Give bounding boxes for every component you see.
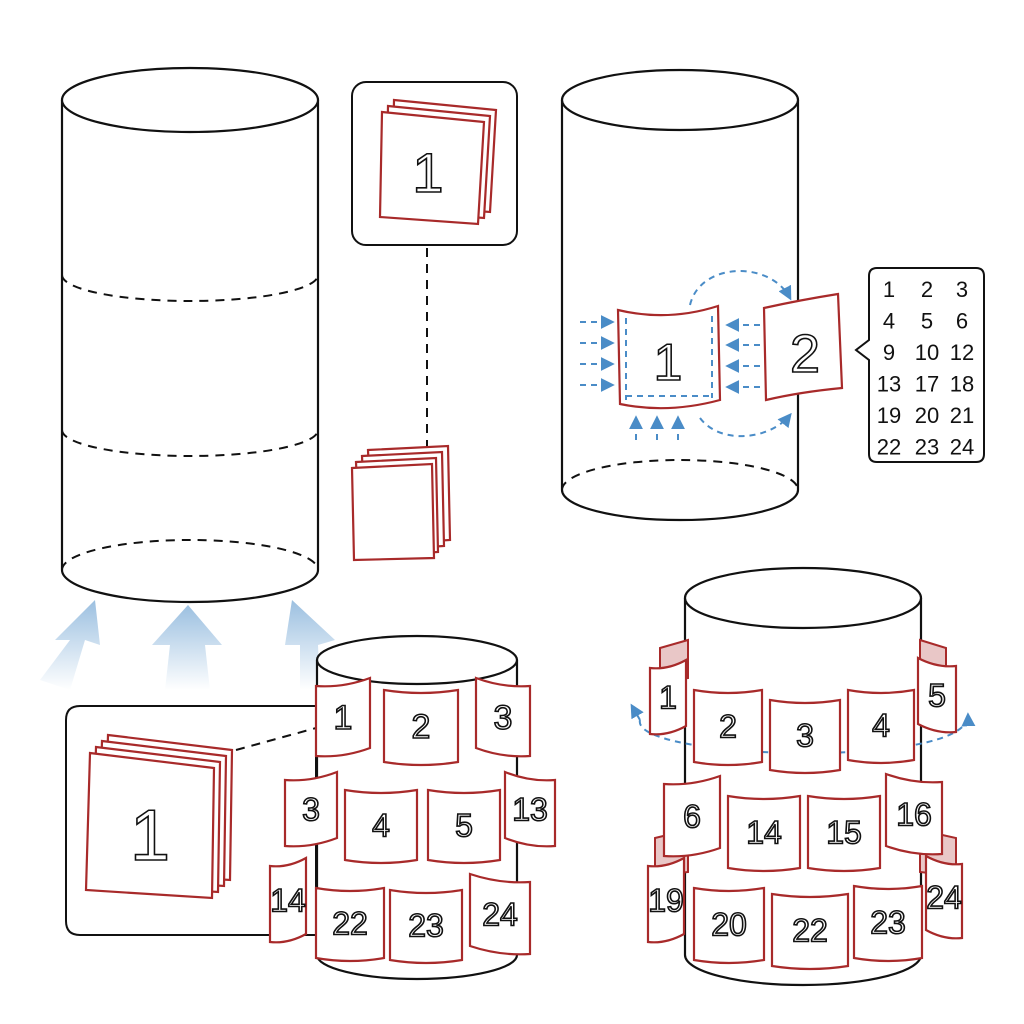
grid-number: 13 [877,372,901,397]
card-number: 15 [826,815,862,851]
grid-number: 5 [921,309,933,334]
cylinder-card: 16 [884,772,944,856]
card-number: 5 [928,678,946,714]
cylinder-card: 2 [692,688,764,767]
wrap-card-2-label: 2 [790,324,820,384]
card-stack-inset: 1 [351,81,518,246]
card-number: 2 [719,709,737,745]
grid-number: 9 [883,340,895,365]
grid-number: 2 [921,277,933,302]
cylinder-card: 15 [806,794,882,873]
cylinder-card: 1 [648,658,688,736]
cylinder-card: 3 [474,676,532,758]
cylinder-card: 6 [662,774,722,858]
grid-number: 23 [915,435,939,460]
cylinder-card: 3 [768,698,842,775]
grid-number: 1 [883,277,895,302]
card-number: 1 [334,699,353,737]
card-number: 16 [896,797,932,833]
card-number: 3 [302,792,320,828]
card-number: 1 [659,680,677,716]
card-number: 5 [455,808,473,844]
cylinder-card: 23 [388,888,464,965]
grid-number: 12 [950,340,974,365]
card-number: 22 [792,913,828,949]
stack-card-label: 1 [412,141,443,204]
card-number: 4 [872,708,890,744]
grid-number: 19 [877,403,901,428]
cylinder-card: 24 [924,854,964,940]
card-number: 23 [870,905,906,941]
cylinder-card: 1 [314,676,372,758]
card-number: 22 [332,906,368,942]
card-number: 24 [926,880,962,916]
card-number: 14 [270,883,306,919]
cylinder-card: 5 [426,788,502,865]
card-number: 23 [408,908,444,944]
grid-number: 22 [877,435,901,460]
grid-number: 6 [956,309,968,334]
cylinder-card: 2 [382,688,460,767]
card-number: 6 [683,799,701,835]
grid-number: 4 [883,309,895,334]
cylinder-card: 4 [846,688,916,765]
cylinder-card: 4 [343,788,419,865]
cylinder-card: 20 [692,886,766,965]
card-number: 4 [372,808,390,844]
cylinder-card: 22 [770,892,850,971]
empty-cylinder [60,66,320,604]
grid-number: 3 [956,277,968,302]
card-number: 20 [711,907,747,943]
cylinder-card: 24 [468,872,532,956]
cylinder-card: 22 [314,886,386,963]
card-number: 3 [494,699,513,737]
cylinder-card: 19 [646,856,686,944]
upward-arrows [40,600,335,690]
small-card-stack [350,444,452,562]
grid-number: 24 [950,435,974,460]
card-number: 19 [648,883,684,919]
card-number: 13 [512,792,548,828]
grid-number: 18 [950,372,974,397]
cylinder-card: 3 [283,770,339,848]
grid-number: 20 [915,403,939,428]
grid-number: 17 [915,372,939,397]
cylinder-card: 13 [503,770,557,848]
cylinder-card: 23 [852,884,924,963]
card-number: 14 [746,815,782,851]
card-number: 24 [482,897,518,933]
grid-number: 10 [915,340,939,365]
wrap-card-1-label: 1 [654,334,683,392]
card-number: 2 [412,708,431,746]
card-number: 3 [796,718,814,754]
grid-number: 21 [950,403,974,428]
card-stack-inset-large: 1 [65,705,317,936]
inset-card-label: 1 [130,796,170,876]
cylinder-card: 14 [268,856,308,944]
wrapping-cylinder: 1 2 [560,68,844,522]
cylinder-card: 14 [726,794,802,873]
cylinder-card: 5 [916,656,958,734]
